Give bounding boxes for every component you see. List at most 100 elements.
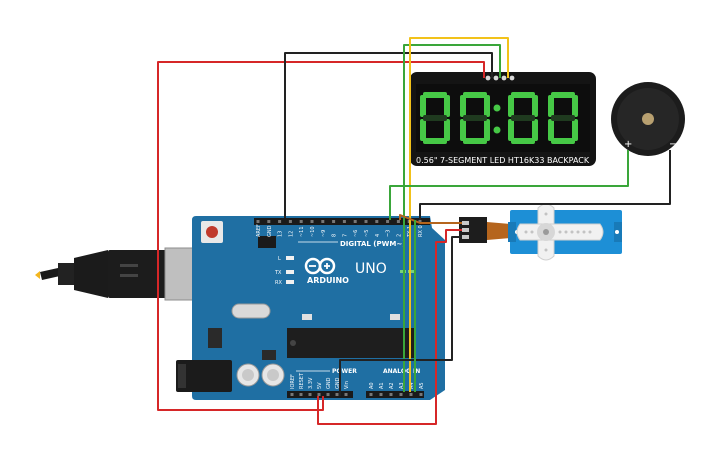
- led-tx: [286, 270, 294, 274]
- wires[interactable]: [157, 37, 671, 425]
- analog-label: ANALOG IN: [383, 368, 420, 375]
- wire-red-5v: [157, 61, 485, 411]
- seven-segment-display[interactable]: 0.56" 7-SEGMENT LED HT16K33 BACKPACK: [410, 72, 596, 166]
- wire-green-display-a: [403, 44, 501, 392]
- arduino-logo-icon: [304, 257, 336, 275]
- colon-dot: [493, 104, 501, 112]
- atmega-chip: [287, 328, 415, 358]
- servo-motor[interactable]: [459, 203, 622, 261]
- digital-pin-hole[interactable]: [386, 220, 390, 223]
- digital-pin-label: ~6: [353, 230, 359, 237]
- analog-header: [366, 391, 424, 398]
- digit-segment: [572, 95, 578, 117]
- buzzer-minus-label: −: [669, 139, 677, 150]
- digital-pin-label: ~10: [310, 226, 316, 237]
- digit-segment: [484, 119, 490, 141]
- wire-orange-servo: [399, 214, 462, 224]
- analog-pin-label: A2: [389, 382, 395, 389]
- crystal: [231, 303, 271, 319]
- analog-pin-hole[interactable]: [369, 393, 373, 396]
- digital-pin-hole[interactable]: [256, 220, 260, 223]
- analog-pin-hole[interactable]: [379, 393, 383, 396]
- digital-pin-label: ~3: [386, 230, 392, 237]
- power-pin-hole[interactable]: [317, 393, 321, 396]
- digital-pin-hole[interactable]: [353, 220, 357, 223]
- digit-segment: [532, 95, 538, 117]
- digit-segment: [423, 115, 447, 121]
- digital-pin-label: 12: [288, 231, 294, 237]
- digit-segment: [460, 119, 466, 141]
- digit-segment: [548, 95, 554, 117]
- display-digits: [420, 92, 578, 144]
- arduino-logo-text: ARDUINO: [307, 276, 349, 285]
- digital-pin-hole[interactable]: [310, 220, 314, 223]
- analog-pin-label: A0: [369, 382, 375, 389]
- digit-segment: [551, 115, 575, 121]
- display-header-pins[interactable]: [485, 75, 515, 81]
- digital-pin-label: 4: [375, 234, 381, 237]
- wire-black-servo: [339, 236, 462, 396]
- arduino-uno-board[interactable]: L TX RX ARDUINO UNO DIGITAL (PWM~) POWE: [176, 216, 445, 400]
- wire-yellow-display: [409, 37, 509, 392]
- power-pin-hole[interactable]: [344, 393, 348, 396]
- power-pin-hole[interactable]: [290, 393, 294, 396]
- power-pin-hole[interactable]: [299, 393, 303, 396]
- digital-header: [254, 218, 430, 225]
- digit-segment: [511, 92, 535, 98]
- digital-pin-label: 8: [332, 234, 338, 237]
- digital-pin-hole[interactable]: [267, 220, 271, 223]
- digital-pin-hole[interactable]: [299, 220, 303, 223]
- digit-segment: [463, 92, 487, 98]
- digital-pin-hole[interactable]: [278, 220, 282, 223]
- analog-pin-hole[interactable]: [399, 393, 403, 396]
- digital-pin-hole[interactable]: [288, 220, 292, 223]
- piezo-buzzer[interactable]: + −: [611, 82, 685, 156]
- digital-pin-hole[interactable]: [342, 220, 346, 223]
- digital-pin-label: 7: [342, 234, 348, 237]
- analog-pin-label: A3: [399, 382, 405, 389]
- analog-pin-label: A4: [409, 382, 415, 389]
- power-pin-hole[interactable]: [335, 393, 339, 396]
- led-l: [286, 256, 294, 260]
- digit-segment: [460, 95, 466, 117]
- digit-segment: [572, 119, 578, 141]
- colon-dot: [493, 126, 501, 134]
- power-pin-hole[interactable]: [308, 393, 312, 396]
- analog-pin-hole[interactable]: [419, 393, 423, 396]
- wire-green-buzzer: [389, 150, 629, 220]
- digital-pin-label: 2: [396, 234, 402, 237]
- power-pin-label: IOREF: [290, 374, 296, 389]
- power-pin-label: GND: [335, 377, 341, 389]
- digit-segment: [508, 119, 514, 141]
- digit-segment: [508, 95, 514, 117]
- digit-segment: [551, 92, 575, 98]
- digit-segment: [444, 119, 450, 141]
- digit-segment: [444, 95, 450, 117]
- power-pin-label: GND: [326, 377, 332, 389]
- digital-pin-hole[interactable]: [418, 220, 422, 223]
- digital-pin-hole[interactable]: [375, 220, 379, 223]
- analog-pin-label: A5: [419, 382, 425, 389]
- board-model: UNO: [355, 261, 387, 277]
- smd-chip: [262, 350, 276, 360]
- digital-pin-label: RX 0: [418, 225, 424, 237]
- digit-segment: [423, 138, 447, 144]
- analog-pin-hole[interactable]: [409, 393, 413, 396]
- digital-pin-hole[interactable]: [321, 220, 325, 223]
- power-pin-label: Vin: [344, 381, 350, 389]
- digit-segment: [511, 115, 535, 121]
- power-pin-hole[interactable]: [326, 393, 330, 396]
- digital-pin-label: ~9: [321, 230, 327, 237]
- display-label: 0.56" 7-SEGMENT LED HT16K33 BACKPACK: [416, 156, 590, 165]
- usb-cable[interactable]: [35, 247, 214, 301]
- digit-segment: [511, 138, 535, 144]
- analog-pin-hole[interactable]: [389, 393, 393, 396]
- digit-segment: [532, 119, 538, 141]
- digital-pin-hole[interactable]: [332, 220, 336, 223]
- digital-pin-label: 13: [278, 231, 284, 237]
- digital-pin-hole[interactable]: [364, 220, 368, 223]
- digit-segment: [420, 119, 426, 141]
- digit-segment: [548, 119, 554, 141]
- power-pin-label: 3.3V: [308, 377, 314, 389]
- digital-pin-hole[interactable]: [396, 220, 400, 223]
